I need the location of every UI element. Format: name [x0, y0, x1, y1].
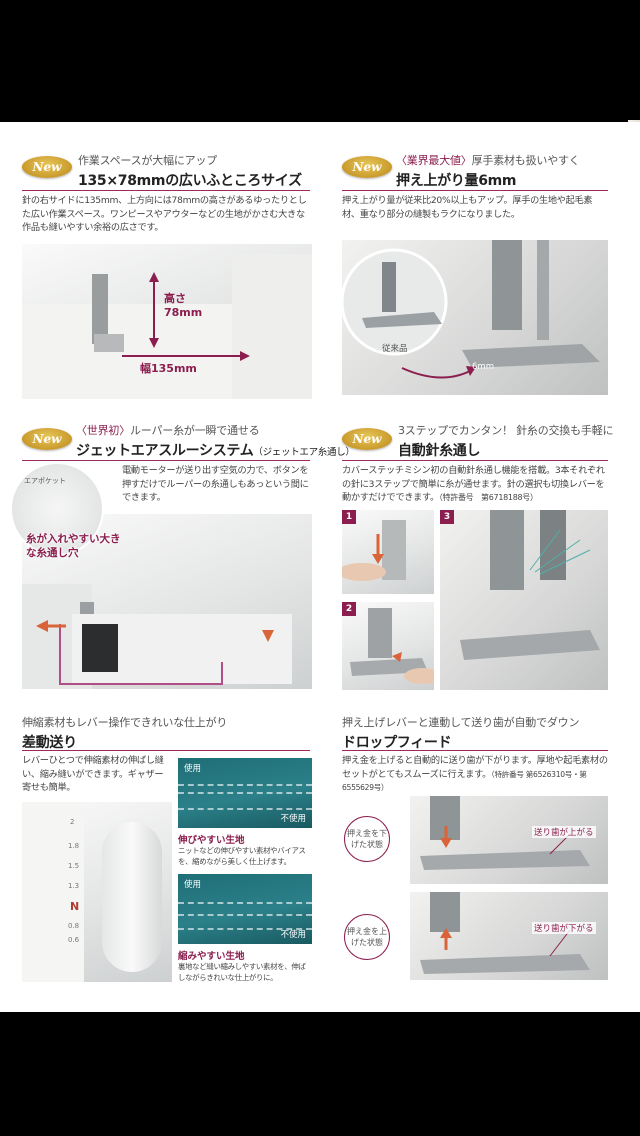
step-3-photo: 3: [440, 510, 608, 690]
s1-subtitle: 作業スペースが大幅にアップ: [78, 154, 218, 167]
step-1-photo: 1: [342, 510, 434, 594]
s3-subtitle-bracket: 〈世界初〉: [76, 424, 130, 437]
s6-body-text: 押え金を上げると自動的に送り歯が下がります。厚地や起毛素材のセットがとてもスムー…: [342, 755, 608, 780]
stitch-line: [178, 792, 312, 796]
new-badge: New: [22, 156, 72, 178]
differential-dial-photo: 2 1.8 1.5 1.3 N 0.8 0.6: [22, 802, 172, 982]
stretch-caption: 伸びやすい生地: [178, 835, 245, 846]
s5-title: 差動送り: [22, 735, 77, 751]
s2-rule: [342, 190, 608, 191]
s6-rule: [342, 750, 608, 751]
lift-mm-label: 6mm: [472, 362, 494, 372]
stretch-swatch: 使用 不使用: [178, 758, 312, 828]
brochure-page: New 作業スペースが大幅にアップ 135×78mmの広いふところサイズ 針の右…: [0, 122, 640, 1012]
s4-subtitle: 3ステップでカンタン！ 針糸の交換も手軽に: [398, 424, 614, 437]
raised-state-badge: 押え金を上げた状態: [344, 914, 390, 960]
shrink-text: 裏地など縫い縮みしやすい素材を、伸ばしながらきれいな仕上がりに。: [178, 962, 306, 982]
s1-title: 135×78mmの広いふところサイズ: [78, 173, 302, 189]
dial-knob: [102, 822, 162, 972]
s3-title-small: （ジェットエア糸通し）: [253, 447, 355, 458]
feed-up-note: 送り歯が上がる: [532, 826, 596, 838]
s4-title: 自動針糸通し: [398, 443, 481, 459]
s3-subtitle: 〈世界初〉ルーパー糸が一瞬で通せる: [76, 422, 260, 438]
width-label: 幅135mm: [140, 362, 197, 375]
dial-mark: 1.5: [68, 862, 80, 870]
swatch-used-label: 使用: [184, 764, 202, 774]
stitch-line: [178, 808, 312, 812]
s3-callout: 糸が入れやすい大きな糸通し穴: [26, 533, 121, 559]
height-label: 高さ78mm: [164, 292, 203, 319]
air-pocket-zoom: エアポケット: [10, 462, 104, 556]
s4-body: カバーステッチミシン初の自動針糸通し機能を搭載。3本それぞれの針に3ステップで簡…: [342, 464, 610, 505]
s4-patent: （特許番号 第6718188号）: [438, 493, 538, 502]
dial-mark: 2: [70, 818, 75, 826]
s2-subtitle-text: 厚手素材も扱いやすく: [471, 154, 580, 167]
s3-rule: [22, 460, 310, 461]
s5-body: レバーひとつで伸縮素材の伸ばし縫い、縮み縫いができます。ギャザー寄せも簡単。: [22, 755, 164, 793]
swatch-used-label: 使用: [184, 880, 202, 890]
new-badge: New: [342, 428, 392, 450]
dial-mark: 0.6: [68, 936, 80, 944]
step-2-tag: 2: [342, 602, 356, 616]
s5-rule: [22, 750, 310, 751]
feed-up-photo: 送り歯が上がる: [410, 796, 608, 884]
s1-machine-photo: 高さ78mm 幅135mm: [22, 244, 312, 399]
s3-body: 電動モーターが送り出す空気の力で、ボタンを押すだけでルーパーの糸通しもあっという…: [122, 465, 309, 503]
dial-mark: 0.8: [68, 922, 80, 930]
s3-title: ジェットエアスルーシステム（ジェットエア糸通し）: [76, 440, 355, 460]
s5-subtitle: 伸縮素材もレバー操作できれいな仕上がり: [22, 716, 228, 729]
air-pocket-label: エアポケット: [24, 477, 66, 485]
step-3-tag: 3: [440, 510, 454, 524]
feed-down-note: 送り歯が下がる: [532, 922, 596, 934]
s1-rule: [22, 190, 310, 191]
s2-subtitle: 〈業界最大値〉厚手素材も扱いやすく: [396, 152, 580, 168]
s6-title: ドロップフィード: [342, 735, 452, 751]
new-badge: New: [22, 428, 72, 450]
s2-title: 押え上がり量6mm: [396, 173, 517, 189]
dial-mark: 1.8: [68, 842, 80, 850]
s6-body: 押え金を上げると自動的に送り歯が下がります。厚地や起毛素材のセットがとてもスムー…: [342, 754, 610, 795]
s1-body: 針の右サイドに135mm、上方向には78mmの高さがあるゆったりとした広い作業ス…: [22, 195, 307, 233]
s6-patent: （特許番号 第6526310号・第6555629号）: [342, 769, 587, 793]
stretch-text: ニットなどの伸びやすい素材やバイアスを、縮めながら美しく仕上げます。: [178, 846, 306, 866]
s2-body: 押え上がり量が従来比20%以上もアップ。厚手の生地や起毛素材、重なり部分の縫製も…: [342, 195, 593, 220]
dial-mark: 1.3: [68, 882, 80, 890]
step-1-tag: 1: [342, 510, 356, 524]
s2-presser-foot-photo: 従来品 6mm: [342, 240, 608, 395]
s4-body-text: カバーステッチミシン初の自動針糸通し機能を搭載。3本それぞれの針に3ステップで簡…: [342, 465, 605, 503]
dial-mark: N: [70, 900, 80, 913]
step-2-photo: 2: [342, 602, 434, 690]
swatch-unused-label: 不使用: [280, 814, 306, 824]
shrink-swatch: 使用 不使用: [178, 874, 312, 944]
s4-rule: [342, 460, 608, 461]
s3-title-text: ジェットエアスルーシステム: [76, 443, 254, 459]
old-model-label: 従来品: [382, 344, 408, 354]
stitch-line: [178, 914, 312, 918]
lowered-state-badge: 押え金を下げた状態: [344, 816, 390, 862]
s3-subtitle-text: ルーパー糸が一瞬で通せる: [130, 424, 260, 437]
s6-subtitle: 押え上げレバーと連動して送り歯が自動でダウン: [342, 716, 580, 729]
shrink-caption: 縮みやすい生地: [178, 951, 245, 962]
stitch-line: [178, 928, 312, 932]
swatch-unused-label: 不使用: [280, 930, 306, 940]
new-badge: New: [342, 156, 392, 178]
feed-down-photo: 送り歯が下がる: [410, 892, 608, 980]
s2-subtitle-bracket: 〈業界最大値〉: [396, 154, 472, 167]
stitch-line: [178, 784, 312, 788]
dial-scale: 2 1.8 1.5 1.3 N 0.8 0.6: [22, 802, 84, 982]
stitch-line: [178, 902, 312, 906]
